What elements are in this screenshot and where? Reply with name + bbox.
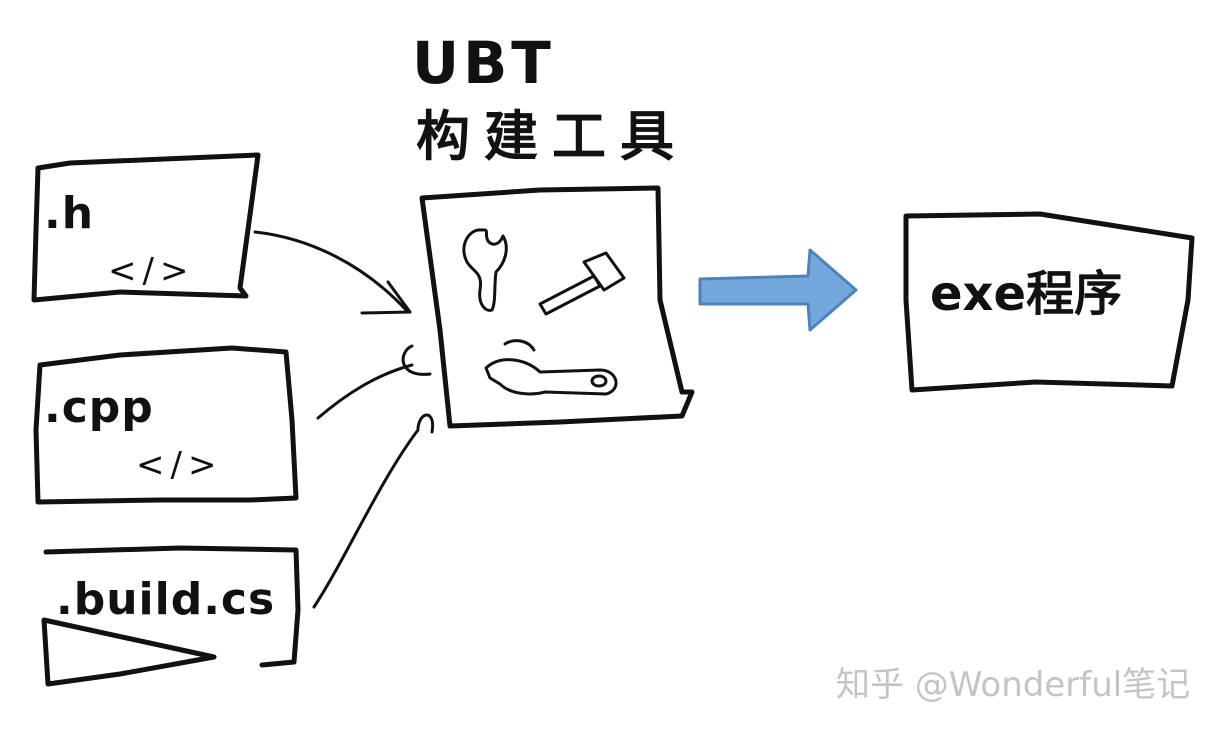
build-cs-to-ubt-connector: [312, 428, 420, 609]
exe-output-box: [903, 211, 1195, 393]
build-cs-file-label: .build.cs: [56, 574, 276, 625]
header-file-box: [31, 152, 261, 303]
header-to-ubt-connector: [253, 230, 410, 314]
zhihu-watermark: 知乎 @Wonderful笔记: [836, 665, 1191, 705]
build-cs-connector-hook: [416, 413, 435, 434]
build-cs-file-box: [41, 545, 301, 687]
adjustable-wrench-icon: [484, 339, 618, 396]
build-output-arrow: [698, 248, 858, 332]
ubt-title: UBT: [412, 29, 555, 97]
cpp-to-ubt-connector: [316, 363, 414, 420]
cpp-file-code-tag: </>: [136, 445, 223, 485]
cpp-connector-hook: [401, 344, 432, 376]
header-connector-arrowhead: [360, 280, 412, 315]
ubt-tool-box: [419, 185, 695, 429]
cpp-file-label: .cpp: [44, 382, 154, 433]
exe-output-label: exe程序: [930, 266, 1123, 322]
wrench-icon: [462, 228, 508, 312]
hammer-icon: [538, 251, 626, 316]
ubt-subtitle: 构建工具: [416, 105, 688, 168]
header-file-code-tag: </>: [108, 251, 195, 291]
header-file-label: .h: [44, 188, 95, 239]
cpp-file-box: [33, 345, 299, 505]
